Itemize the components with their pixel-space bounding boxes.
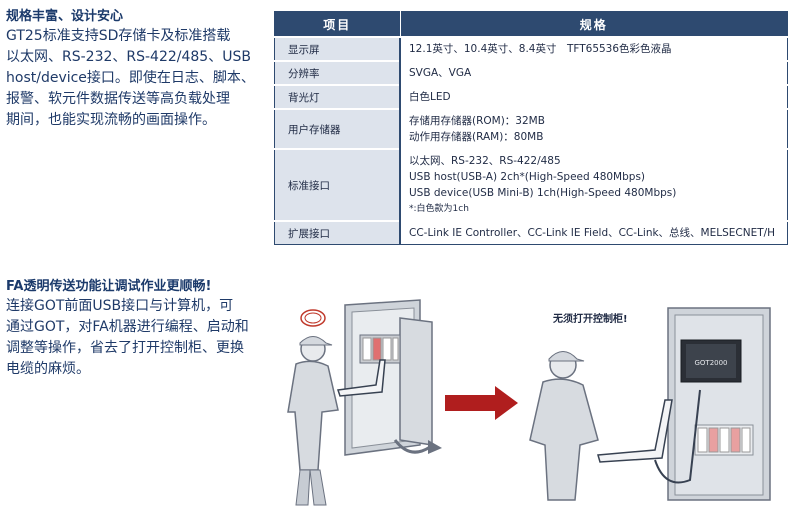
value-line: 存储用存储器(ROM)：32MB <box>409 115 545 127</box>
arrow-icon <box>445 386 518 420</box>
para-line: 调整等操作，省去了打开控制柜、更换 <box>6 340 244 356</box>
row-key: 扩展接口 <box>274 220 400 245</box>
para-line: GT25标准支持SD存储卡及标准搭载 <box>6 28 231 44</box>
para-line: 连接GOT前面USB接口与计算机，可 <box>6 298 234 314</box>
value-line: 12.1英寸、10.4英寸、8.4英寸 TFT65536色彩色液晶 <box>409 43 672 55</box>
worker-right <box>529 351 701 501</box>
row-value: SVGA、VGA <box>399 60 788 85</box>
table-row: 显示屏 12.1英寸、10.4英寸、8.4英寸 TFT65536色彩色液晶 <box>274 36 788 61</box>
value-line: USB host(USB-A) 2ch*(High-Speed 480Mbps) <box>409 171 646 183</box>
para-line: 电缆的麻烦。 <box>6 361 90 377</box>
value-line: 白色LED <box>409 91 451 103</box>
section2-heading: FA透明传送功能让调试作业更顺畅! <box>6 279 212 294</box>
row-key: 标准接口 <box>274 148 400 221</box>
section2-paragraph: 连接GOT前面USB接口与计算机，可 通过GOT，对FA机器进行编程、启动和 调… <box>6 296 249 380</box>
row-key: 显示屏 <box>274 36 400 61</box>
value-line: 动作用存储器(RAM)：80MB <box>409 131 544 143</box>
spec-table: 项目 规格 显示屏 12.1英寸、10.4英寸、8.4英寸 TFT65536色彩… <box>274 11 788 245</box>
value-line: USB device(USB Mini-B) 1ch(High-Speed 48… <box>409 187 677 199</box>
table-row: 扩展接口 CC-Link IE Controller、CC-Link IE Fi… <box>274 220 788 245</box>
section1-paragraph: GT25标准支持SD存储卡及标准搭载 以太网、RS-232、RS-422/485… <box>6 26 255 131</box>
illustration-caption: 无须打开控制柜! <box>552 312 628 325</box>
value-line: 以太网、RS-232、RS-422/485 <box>409 155 561 167</box>
table-row: 分辨率 SVGA、VGA <box>274 60 788 85</box>
row-key: 用户存储器 <box>274 108 400 149</box>
worker-left <box>287 309 386 506</box>
para-line: 通过GOT，对FA机器进行编程、启动和 <box>6 319 249 335</box>
row-key: 分辨率 <box>274 60 400 85</box>
header-item: 项目 <box>274 11 400 37</box>
value-line: SVGA、VGA <box>409 67 472 79</box>
row-key: 背光灯 <box>274 84 400 109</box>
got-brand: GOT2000 <box>694 359 727 367</box>
para-line: 期间，也能实现流畅的画面操作。 <box>6 112 216 128</box>
row-value: 以太网、RS-232、RS-422/485 USB host(USB-A) 2c… <box>399 148 788 221</box>
row-value: CC-Link IE Controller、CC-Link IE Field、C… <box>399 220 788 245</box>
row-value: 白色LED <box>399 84 788 109</box>
para-line: host/device接口。即使在日志、脚本、 <box>6 70 255 86</box>
para-line: 以太网、RS-232、RS-422/485、USB <box>6 49 251 65</box>
row-value: 12.1英寸、10.4英寸、8.4英寸 TFT65536色彩色液晶 <box>399 36 788 61</box>
value-note: *:白色款为1ch <box>409 204 469 214</box>
table-row: 标准接口 以太网、RS-232、RS-422/485 USB host(USB-… <box>274 148 788 221</box>
row-value: 存储用存储器(ROM)：32MB 动作用存储器(RAM)：80MB <box>399 108 788 149</box>
table-row: 用户存储器 存储用存储器(ROM)：32MB 动作用存储器(RAM)：80MB <box>274 108 788 149</box>
open-cabinet <box>344 299 442 456</box>
value-line: CC-Link IE Controller、CC-Link IE Field、C… <box>409 227 776 239</box>
para-line: 报警、软元件数据传送等高负载处理 <box>6 91 230 107</box>
table-row: 背光灯 白色LED <box>274 84 788 109</box>
closed-cabinet: GOT2000 <box>667 307 771 501</box>
section1-heading: 规格丰富、设计安心 <box>6 9 124 24</box>
header-spec: 规格 <box>399 11 788 37</box>
